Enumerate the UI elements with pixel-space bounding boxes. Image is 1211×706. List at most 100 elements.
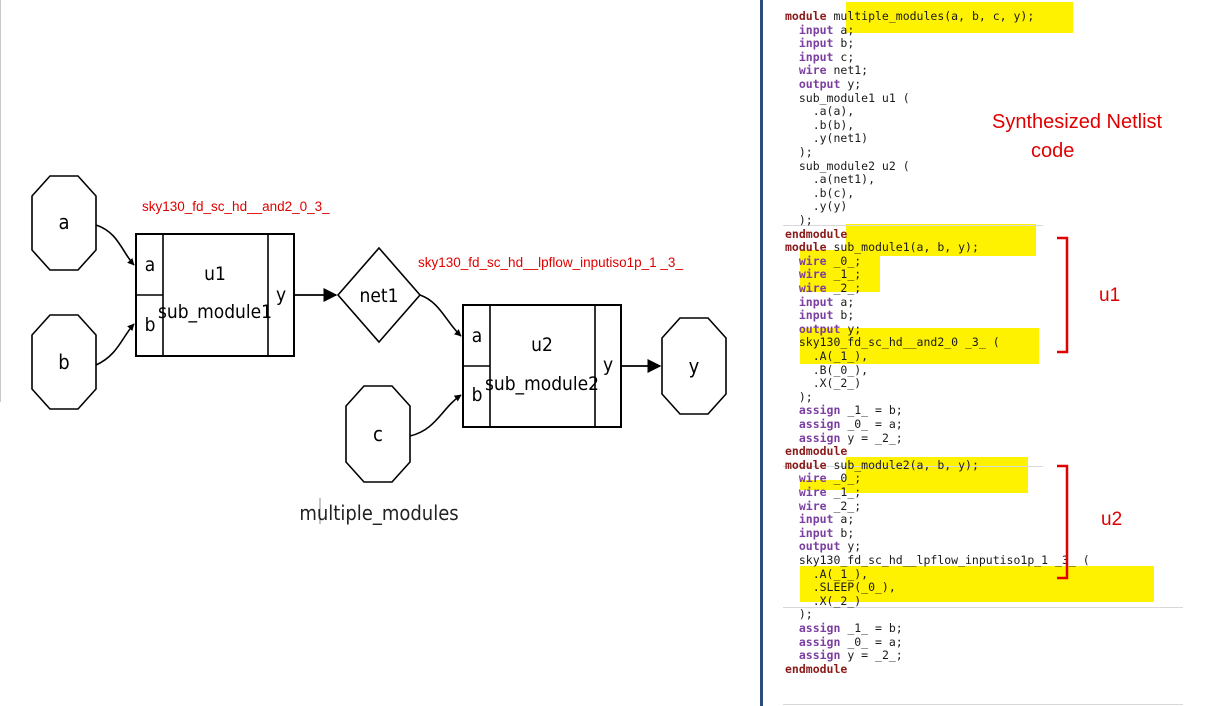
netlist-title-line2: code bbox=[1031, 140, 1075, 162]
code-keyword: output bbox=[798, 77, 841, 91]
port-y-octagon bbox=[661, 317, 727, 415]
code-keyword: assign bbox=[798, 648, 841, 663]
net1-diamond bbox=[336, 246, 422, 344]
top-module-label: multiple_modules bbox=[299, 501, 458, 525]
code-line: sky130_fd_sc_hd__and2_0 _3_ ( bbox=[785, 335, 1000, 350]
highlight-u2-wires bbox=[800, 480, 880, 490]
code-line: .X(_2_) bbox=[785, 593, 862, 608]
code-line: wire net1; bbox=[798, 63, 869, 78]
code-line: input a; bbox=[798, 512, 855, 527]
port-b-octagon bbox=[31, 314, 97, 410]
code-keyword: input bbox=[798, 49, 834, 64]
u1-pin-y: y bbox=[276, 284, 286, 306]
code-line: input a; bbox=[798, 294, 855, 309]
code-line: output y; bbox=[798, 77, 862, 91]
code-keyword: endmodule bbox=[785, 444, 848, 459]
code-line: ); bbox=[785, 607, 813, 622]
code-line: .b(b), bbox=[785, 117, 855, 132]
code-keyword: module bbox=[785, 9, 827, 23]
port-a-label: a bbox=[58, 210, 69, 234]
u1-cell-label: sky130_fd_sc_hd__and2_0_3_ bbox=[142, 199, 330, 214]
port-c-octagon bbox=[345, 385, 411, 483]
port-b: b bbox=[31, 314, 97, 410]
code-line: input b; bbox=[798, 36, 855, 51]
code-line: wire _0_; bbox=[798, 253, 862, 268]
code-keyword: input bbox=[798, 36, 834, 51]
code-line: .a(a), bbox=[785, 104, 855, 119]
code-line: input a; bbox=[798, 22, 855, 37]
code-line: output y; bbox=[798, 539, 862, 554]
code-keyword: wire bbox=[798, 63, 827, 78]
code-keyword: endmodule bbox=[785, 226, 848, 241]
u1-pin-b: b bbox=[145, 314, 156, 336]
code-keyword: input bbox=[798, 22, 834, 37]
net1-label: net1 bbox=[360, 285, 399, 307]
net1-node: net1 bbox=[336, 246, 422, 344]
u2-pin-y: y bbox=[603, 354, 613, 376]
port-a-octagon bbox=[31, 175, 97, 271]
schematic-diagram: a b c y a b y u1 sub_module1 a b y u2 su… bbox=[31, 175, 727, 525]
code-keyword: module bbox=[785, 457, 827, 472]
code-line: .X(_2_) bbox=[785, 376, 862, 391]
u1-module-name: sub_module1 bbox=[158, 301, 272, 323]
pane-divider bbox=[760, 0, 763, 706]
highlight-u2-cell bbox=[800, 566, 1154, 602]
code-keyword: input bbox=[798, 308, 834, 323]
u2-annotation-label: u2 bbox=[1101, 509, 1123, 530]
code-line: .y(y) bbox=[785, 199, 848, 214]
code-line: assign y = _2_; bbox=[798, 648, 903, 663]
code-line: sky130_fd_sc_hd__lpflow_inputiso1p_1 _3_… bbox=[785, 553, 1090, 567]
wire-net1-to-u2 bbox=[419, 294, 462, 337]
code-line: wire _2_; bbox=[798, 498, 862, 513]
code-keyword: module bbox=[785, 240, 827, 255]
code-keyword: assign bbox=[798, 621, 841, 635]
code-line: .y(net1) bbox=[785, 131, 869, 146]
port-b-label: b bbox=[58, 350, 69, 374]
highlight-u1-cell bbox=[800, 328, 1039, 364]
code-keyword: wire bbox=[798, 281, 827, 295]
code-keyword: wire bbox=[798, 267, 827, 282]
code-keyword: input bbox=[798, 512, 834, 527]
port-y-label: y bbox=[689, 354, 700, 378]
code-line: module sub_module1(a, b, y); bbox=[785, 240, 979, 255]
code-keyword: assign bbox=[798, 417, 841, 431]
code-line: endmodule bbox=[785, 662, 847, 676]
port-y: y bbox=[661, 317, 727, 415]
code-keyword: output bbox=[798, 539, 841, 554]
code-line: input b; bbox=[798, 308, 855, 323]
code-line: module multiple_modules(a, b, c, y); bbox=[785, 9, 1035, 23]
code-line: .SLEEP(_0_), bbox=[785, 580, 896, 595]
code-line: .a(net1), bbox=[785, 172, 876, 187]
code-keyword: input bbox=[798, 294, 834, 309]
code-line: assign y = _2_; bbox=[798, 430, 903, 445]
code-line: .A(_1_), bbox=[785, 566, 869, 581]
code-line: assign _1_ = b; bbox=[798, 403, 903, 418]
u1-instance-name: u1 bbox=[204, 263, 226, 285]
code-line: ); bbox=[785, 213, 813, 227]
port-c: c bbox=[345, 385, 411, 483]
code-line: module sub_module2(a, b, y); bbox=[785, 457, 979, 472]
code-line: .B(_0_), bbox=[785, 362, 869, 377]
u1-block: a b y u1 sub_module1 bbox=[135, 233, 295, 357]
code-keyword: output bbox=[798, 321, 841, 336]
port-c-label: c bbox=[373, 422, 383, 446]
code-line: wire _2_; bbox=[798, 281, 862, 295]
u2-cell-label: sky130_fd_sc_hd__lpflow_inputiso1p_1 _3_ bbox=[418, 255, 683, 270]
code-line: assign _1_ = b; bbox=[798, 621, 903, 635]
code-line: .A(_1_), bbox=[785, 349, 869, 363]
u2-instance-name: u2 bbox=[531, 334, 553, 356]
code-line: .b(c), bbox=[785, 185, 855, 200]
code-line: output y; bbox=[798, 321, 862, 336]
netlist-title-line1: Synthesized Netlist bbox=[992, 111, 1163, 133]
code-keyword: endmodule bbox=[785, 661, 848, 676]
u1-annotation-label: u1 bbox=[1099, 285, 1121, 306]
u1-bracket bbox=[1057, 236, 1069, 354]
code-line: endmodule bbox=[785, 227, 847, 241]
wire-a-to-u1 bbox=[95, 224, 135, 266]
u2-pin-a: a bbox=[472, 325, 482, 347]
code-line: ); bbox=[785, 145, 813, 159]
code-keyword: wire bbox=[798, 253, 827, 268]
u2-module-name: sub_module2 bbox=[485, 373, 599, 395]
wire-b-to-u1 bbox=[95, 323, 135, 366]
code-line: sub_module2 u2 ( bbox=[785, 158, 910, 173]
